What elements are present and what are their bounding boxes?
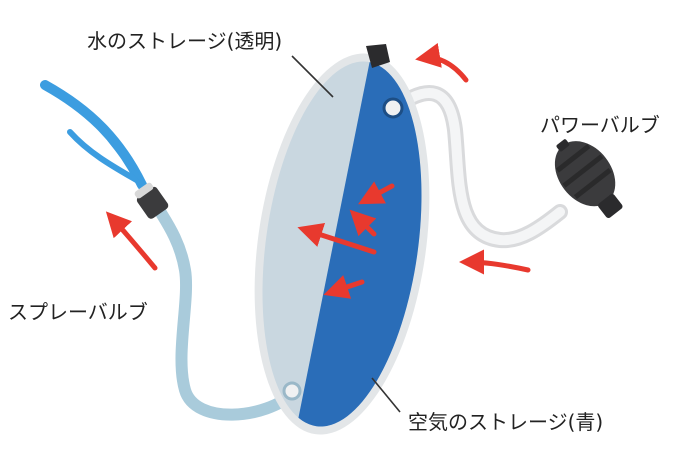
label-air-storage: 空気のストレージ(青) — [408, 410, 604, 434]
tube-port — [382, 97, 404, 119]
top-valve — [366, 44, 390, 68]
label-power-bulb: パワーバルブ — [540, 113, 660, 137]
label-water-storage: 水のストレージ(透明) — [87, 29, 283, 53]
leader-line-air — [371, 377, 401, 413]
arrow-spray — [105, 211, 158, 271]
power-bulb — [554, 139, 623, 219]
arrow-inside-4 — [323, 275, 365, 299]
label-spray-bulb: スプレーバルブ — [8, 300, 148, 324]
hose-port — [282, 381, 302, 401]
arrow-inside-2 — [349, 209, 377, 237]
flow-arrows — [105, 43, 531, 299]
arrow-out-top — [415, 43, 469, 83]
water-spray — [40, 80, 148, 190]
arrow-inside-3 — [297, 223, 377, 255]
spray-hose — [152, 202, 301, 421]
arrow-into-tube — [459, 249, 531, 275]
arrow-inside-1 — [358, 181, 395, 205]
spray-nozzle — [134, 182, 169, 219]
leader-line-water — [291, 55, 334, 98]
